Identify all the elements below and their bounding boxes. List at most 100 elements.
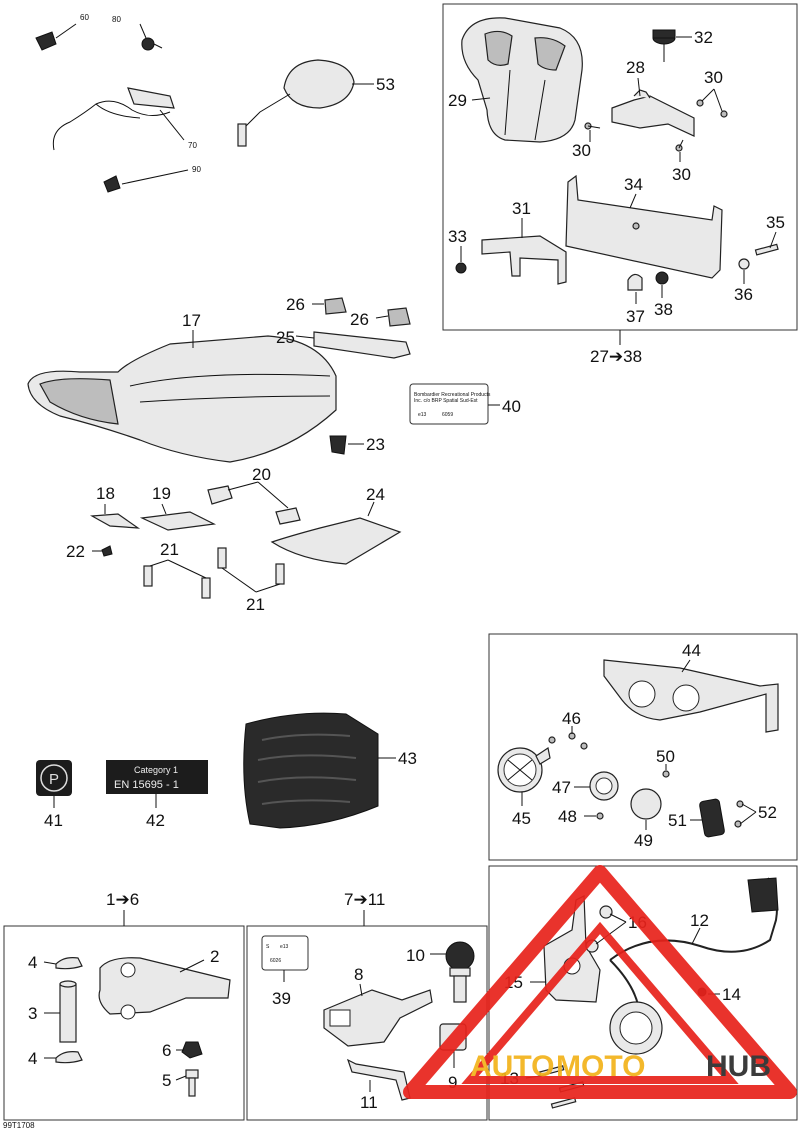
part-20-brackets bbox=[207, 485, 301, 525]
part-44-light-bracket bbox=[603, 659, 779, 733]
callout-5: 5 bbox=[162, 1071, 171, 1090]
callout-70: 70 bbox=[188, 141, 197, 150]
part-49-lens bbox=[630, 788, 662, 820]
svg-text:AUTO: AUTO bbox=[470, 1050, 554, 1083]
part-45-work-light bbox=[497, 747, 551, 793]
callout-31: 31 bbox=[512, 199, 531, 218]
label-39-sticker: S e13 6026 bbox=[261, 935, 309, 971]
callout-30-c: 30 bbox=[672, 165, 691, 184]
callout-44: 44 bbox=[682, 641, 701, 660]
label-41-parking-icon: P bbox=[36, 760, 72, 796]
part-28-bracket bbox=[611, 89, 695, 137]
part-47-lamp bbox=[589, 771, 619, 801]
svg-text:6059: 6059 bbox=[442, 412, 453, 418]
callout-34: 34 bbox=[624, 175, 643, 194]
svg-text:e13: e13 bbox=[280, 944, 289, 950]
callout-26-a: 26 bbox=[286, 295, 305, 314]
part-22-clip bbox=[101, 545, 113, 557]
part-4-clips bbox=[55, 957, 83, 1064]
callout-21-b: 21 bbox=[246, 595, 265, 614]
label-42-category-sticker: Category 1 EN 15695 - 1 bbox=[106, 760, 208, 794]
part-43-tow-strap bbox=[243, 712, 379, 829]
part-48-screw bbox=[596, 812, 604, 820]
part-38-nut bbox=[655, 271, 669, 285]
svg-text:6026: 6026 bbox=[270, 958, 281, 964]
svg-text:Bombardier Recreational Produc: Bombardier Recreational Products bbox=[414, 392, 491, 398]
part-31-bracket bbox=[481, 235, 567, 285]
part-23-latch bbox=[329, 435, 347, 455]
callout-49: 49 bbox=[634, 831, 653, 850]
svg-text:MOTO: MOTO bbox=[556, 1050, 645, 1083]
callout-11: 11 bbox=[360, 1093, 378, 1112]
callout-43: 43 bbox=[398, 749, 417, 768]
part-80-plug bbox=[141, 37, 163, 51]
callout-28: 28 bbox=[626, 58, 645, 77]
callout-50: 50 bbox=[656, 747, 675, 766]
watermark-logo: AUTO MOTO HUB bbox=[403, 865, 797, 1099]
part-53-mirror bbox=[237, 59, 355, 147]
part-37-cap-nut bbox=[627, 273, 643, 291]
callout-2: 2 bbox=[210, 947, 219, 966]
callout-25: 25 bbox=[276, 328, 295, 347]
callout-4-b: 4 bbox=[28, 1049, 37, 1068]
callout-37: 37 bbox=[626, 307, 645, 326]
diagram-code: 99T1708 bbox=[3, 1121, 35, 1130]
part-11-pin bbox=[346, 1058, 411, 1101]
box-44-52 bbox=[488, 633, 798, 861]
svg-text:S: S bbox=[266, 944, 270, 950]
callout-52: 52 bbox=[758, 803, 777, 822]
callout-45: 45 bbox=[512, 809, 531, 828]
svg-text:EN 15695 - 1: EN 15695 - 1 bbox=[114, 779, 179, 791]
callout-47: 47 bbox=[552, 778, 571, 797]
svg-text:HUB: HUB bbox=[706, 1050, 771, 1083]
part-36-washer bbox=[738, 258, 750, 270]
callout-7-11: 7➔11 bbox=[344, 890, 385, 909]
part-12-harness bbox=[609, 877, 779, 1021]
part-8-receiver bbox=[323, 989, 433, 1047]
callout-36: 36 bbox=[734, 285, 753, 304]
callout-48: 48 bbox=[558, 807, 577, 826]
part-trailer-socket bbox=[609, 1001, 663, 1055]
part-90-clip bbox=[103, 175, 121, 193]
callout-14: 14 bbox=[722, 985, 741, 1004]
part-70-wiring-harness bbox=[52, 87, 175, 151]
part-24-panel bbox=[270, 517, 402, 565]
callout-40: 40 bbox=[502, 397, 521, 416]
part-21-posts bbox=[143, 547, 285, 599]
callout-35: 35 bbox=[766, 213, 785, 232]
part-2-hitch-plate bbox=[98, 957, 231, 1020]
callout-90: 90 bbox=[192, 165, 201, 174]
callout-22: 22 bbox=[66, 542, 85, 561]
svg-text:P: P bbox=[49, 771, 59, 788]
part-17-seat bbox=[27, 335, 337, 463]
callout-53: 53 bbox=[376, 75, 395, 94]
callout-30-b: 30 bbox=[572, 141, 591, 160]
part-26-nuts bbox=[324, 297, 411, 327]
callout-20: 20 bbox=[252, 465, 271, 484]
part-10-hitch-ball bbox=[445, 941, 475, 1003]
callout-12: 12 bbox=[690, 911, 709, 930]
part-6-nut bbox=[181, 1041, 203, 1059]
part-34-mounting-plate bbox=[565, 174, 723, 279]
callout-18: 18 bbox=[96, 484, 115, 503]
callout-19: 19 bbox=[152, 484, 171, 503]
svg-text:Inc. c/o BRP Spatial Sud-Est: Inc. c/o BRP Spatial Sud-Est bbox=[414, 398, 478, 404]
box-7-11 bbox=[246, 925, 488, 1121]
part-46-screws bbox=[548, 732, 588, 750]
part-30-screws bbox=[584, 99, 728, 152]
part-3-pin bbox=[59, 980, 77, 1043]
callout-33: 33 bbox=[448, 227, 467, 246]
part-51-reflector bbox=[699, 798, 725, 838]
callout-42: 42 bbox=[146, 811, 165, 830]
callout-21-a: 21 bbox=[160, 540, 179, 559]
callout-41: 41 bbox=[44, 811, 63, 830]
part-32-knob bbox=[652, 29, 676, 62]
part-50-screw bbox=[662, 770, 670, 778]
callout-6: 6 bbox=[162, 1041, 171, 1060]
callout-29: 29 bbox=[448, 91, 467, 110]
callout-60: 60 bbox=[80, 13, 89, 22]
part-18-strap bbox=[89, 513, 141, 529]
callout-4-a: 4 bbox=[28, 953, 37, 972]
callout-51: 51 bbox=[668, 811, 687, 830]
